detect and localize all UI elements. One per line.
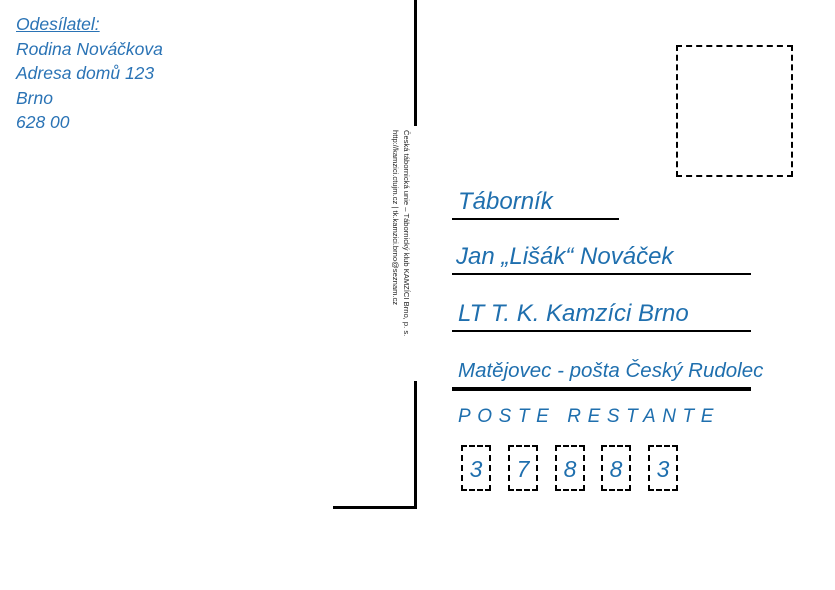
recipient-line3: LT T. K. Kamzíci Brno bbox=[458, 300, 689, 327]
sender-city: Brno bbox=[16, 87, 53, 108]
recipient-line4-underline bbox=[452, 387, 751, 391]
stamp-box bbox=[676, 45, 793, 177]
side-text-line2: http://kamzici.ctujm.cz | tk.kamzici.brn… bbox=[391, 130, 400, 306]
recipient-line2: Jan „Lišák“ Nováček bbox=[456, 243, 674, 270]
postcode-digit-box: 3 bbox=[461, 445, 491, 491]
divider-text-gap bbox=[405, 126, 427, 381]
horizontal-divider bbox=[333, 506, 417, 509]
sender-block: Odesílatel: Rodina Nováčkova Adresa domů… bbox=[16, 12, 163, 135]
sender-street: Adresa domů 123 bbox=[16, 63, 155, 83]
recipient-line1-underline bbox=[452, 218, 619, 220]
sender-heading: Odesílatel: bbox=[16, 14, 100, 34]
postcode-digit-box: 3 bbox=[648, 445, 678, 491]
recipient-line3-underline bbox=[452, 330, 751, 332]
recipient-line1: Táborník bbox=[458, 188, 553, 215]
poste-restante: POSTE RESTANTE bbox=[458, 406, 721, 427]
sender-name: Rodina Nováčkova bbox=[16, 38, 163, 59]
sender-postcode: 628 00 bbox=[16, 112, 70, 132]
recipient-line4: Matějovec - pošta Český Rudolec bbox=[458, 359, 764, 382]
side-text-line1: Česká tábornická unie – Tábornický klub … bbox=[402, 130, 411, 337]
side-text: Česká tábornická unie – Tábornický klub … bbox=[390, 130, 412, 336]
postcode-digit-box: 8 bbox=[601, 445, 631, 491]
postcode-digit-box: 8 bbox=[555, 445, 585, 491]
postcode-digit-box: 7 bbox=[508, 445, 538, 491]
recipient-line2-underline bbox=[452, 273, 751, 275]
